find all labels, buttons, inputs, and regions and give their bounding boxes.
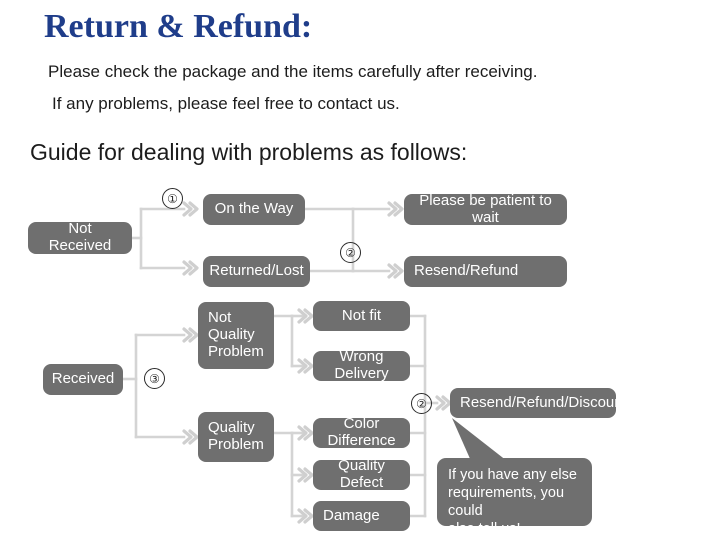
intro-line-2: If any problems, please feel free to con… bbox=[52, 94, 400, 113]
node-quality-defect[interactable]: Quality Defect bbox=[313, 457, 410, 491]
node-wrong-delivery[interactable]: Wrong Delivery bbox=[313, 348, 410, 382]
node-received[interactable]: Received bbox=[43, 364, 123, 395]
callout-bubble: If you have any else requirements, you c… bbox=[437, 458, 592, 537]
page-title: Return & Refund: bbox=[44, 8, 313, 45]
node-not-received[interactable]: Not Received bbox=[28, 220, 132, 254]
step-marker-2-bottom: ② bbox=[411, 393, 432, 414]
step-marker-3: ③ bbox=[144, 368, 165, 389]
node-not-quality-problem[interactable]: Not Quality Problem bbox=[198, 302, 274, 369]
node-resend-refund-discount[interactable]: Resend/Refund/Discount bbox=[450, 388, 627, 418]
node-on-the-way[interactable]: On the Way bbox=[203, 194, 305, 225]
step-marker-2-top: ② bbox=[340, 242, 361, 263]
guide-heading: Guide for dealing with problems as follo… bbox=[30, 139, 468, 165]
node-color-difference[interactable]: Color Difference bbox=[313, 415, 410, 449]
node-please-be-patient[interactable]: Please be patient to wait bbox=[404, 192, 567, 225]
node-resend-refund[interactable]: Resend/Refund bbox=[404, 256, 567, 287]
node-not-fit[interactable]: Not fit bbox=[313, 301, 410, 331]
step-marker-1: ① bbox=[162, 188, 183, 209]
node-quality-problem[interactable]: Quality Problem bbox=[198, 412, 274, 462]
node-returned-lost[interactable]: Returned/Lost bbox=[203, 256, 310, 287]
node-damage[interactable]: Damage bbox=[313, 501, 410, 531]
intro-line-1: Please check the package and the items c… bbox=[48, 62, 538, 81]
